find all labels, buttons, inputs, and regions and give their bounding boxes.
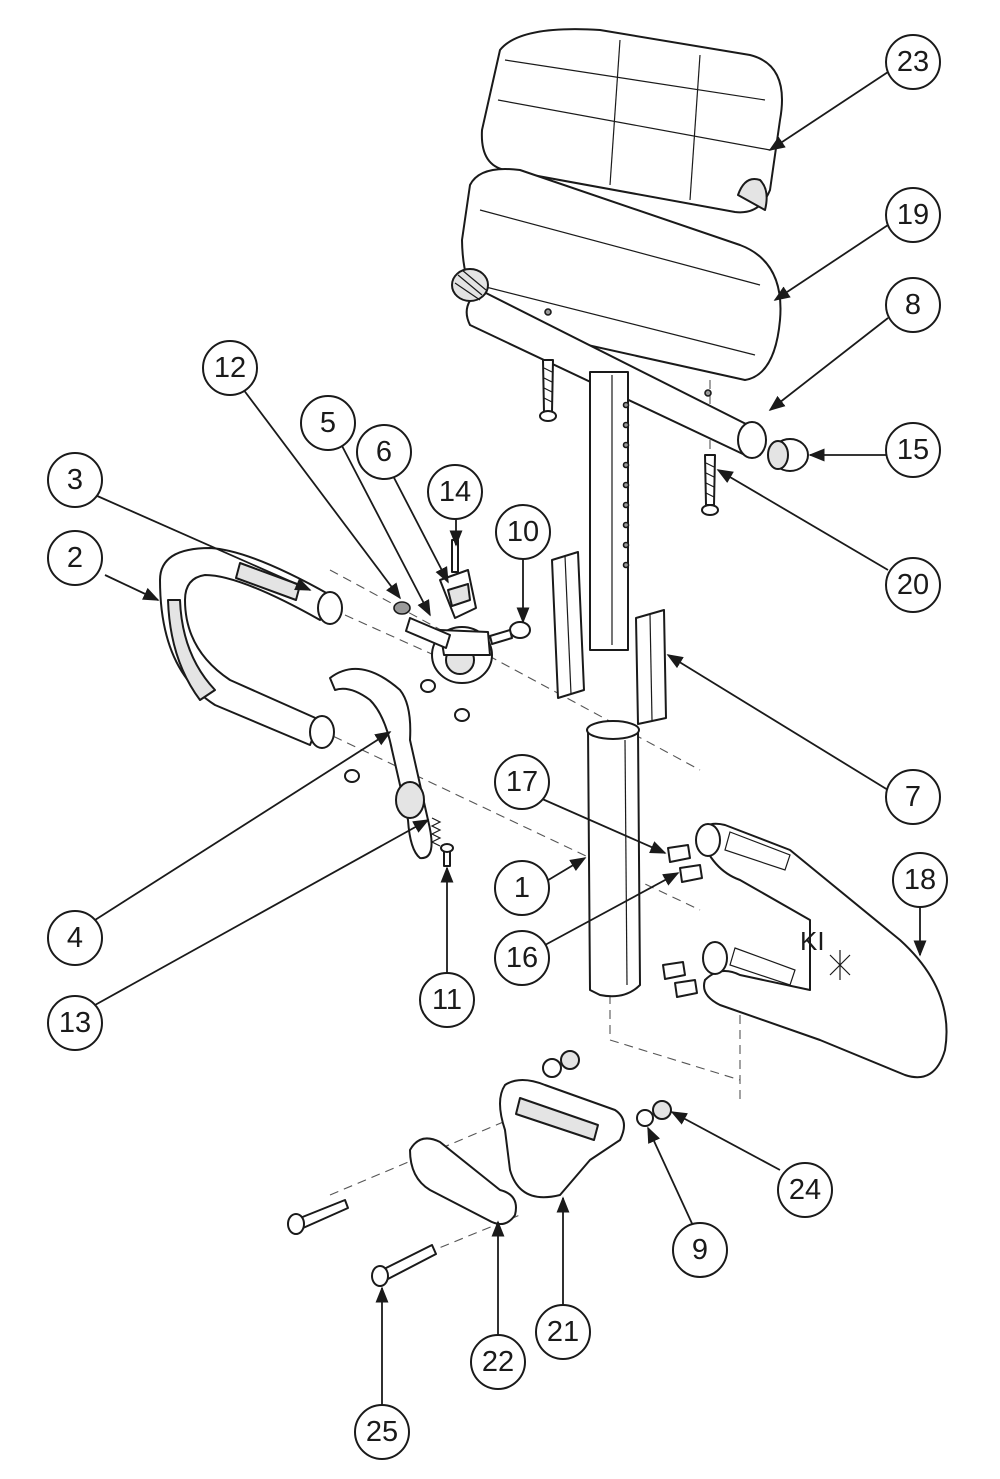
- svg-text:7: 7: [905, 781, 921, 813]
- callouts: 23 19 8 15 20 12 5 6 14 10 3 2 7 17 1 16…: [47, 34, 948, 1460]
- svg-text:3: 3: [67, 464, 83, 496]
- callout-15: 15: [885, 422, 941, 478]
- callout-2: 2: [47, 530, 103, 586]
- callout-5: 5: [300, 395, 356, 451]
- svg-text:25: 25: [366, 1416, 398, 1448]
- latch-block: [439, 569, 477, 619]
- svg-text:16: 16: [506, 942, 538, 974]
- callout-3: 3: [47, 452, 103, 508]
- clamp-bolt-lower: [371, 1244, 437, 1287]
- mounting-bracket: KI: [695, 822, 948, 1079]
- svg-text:22: 22: [482, 1346, 514, 1378]
- lever-screw-bottom: [440, 843, 454, 867]
- callout-11: 11: [419, 972, 475, 1028]
- callout-13: 13: [47, 995, 103, 1051]
- set-screw-small: [393, 601, 411, 615]
- callout-23: 23: [885, 34, 941, 90]
- clamp-bolt-upper: [287, 1199, 349, 1235]
- svg-text:8: 8: [905, 289, 921, 321]
- brand-mark: KI: [800, 926, 825, 956]
- clamp-body: [499, 1079, 625, 1199]
- svg-text:10: 10: [507, 516, 539, 548]
- callout-14: 14: [427, 464, 483, 520]
- clamp-washer-nut: [636, 1100, 672, 1127]
- armrest-screw-left: [539, 359, 557, 422]
- svg-text:5: 5: [320, 407, 336, 439]
- clamp-strap: [409, 1137, 517, 1225]
- dowel-pins: [662, 844, 703, 998]
- callout-19: 19: [885, 187, 941, 243]
- callout-1: 1: [494, 860, 550, 916]
- svg-text:14: 14: [439, 476, 471, 508]
- callout-21: 21: [535, 1304, 591, 1360]
- svg-text:4: 4: [67, 922, 83, 954]
- callout-16: 16: [494, 930, 550, 986]
- svg-text:21: 21: [547, 1316, 579, 1348]
- svg-text:19: 19: [897, 199, 929, 231]
- leader-lines: [94, 71, 927, 1408]
- callout-9: 9: [672, 1222, 728, 1278]
- svg-text:15: 15: [897, 434, 929, 466]
- svg-text:17: 17: [506, 766, 538, 798]
- end-plug-right: [767, 438, 809, 472]
- latch-pin: [451, 539, 459, 573]
- lever-screws: [344, 679, 470, 783]
- callout-4: 4: [47, 910, 103, 966]
- armrest-screw-right: [701, 454, 719, 516]
- svg-text:12: 12: [214, 352, 246, 384]
- svg-text:23: 23: [897, 46, 929, 78]
- callout-7: 7: [885, 769, 941, 825]
- svg-text:18: 18: [904, 864, 936, 896]
- svg-text:9: 9: [692, 1234, 708, 1266]
- hub-screw: [489, 621, 531, 645]
- svg-text:6: 6: [376, 436, 392, 468]
- callout-8: 8: [885, 277, 941, 333]
- guide-strip-right: [635, 609, 667, 725]
- callout-6: 6: [356, 424, 412, 480]
- lever-spring: [430, 817, 442, 847]
- svg-text:20: 20: [897, 569, 929, 601]
- clamp-nuts-top: [542, 1050, 580, 1078]
- svg-text:11: 11: [432, 984, 462, 1016]
- end-plug-left: [451, 268, 489, 302]
- callout-12: 12: [202, 340, 258, 396]
- callout-24: 24: [777, 1162, 833, 1218]
- svg-text:13: 13: [59, 1007, 91, 1039]
- callout-22: 22: [470, 1334, 526, 1390]
- locking-pin: [405, 617, 451, 649]
- svg-text:1: 1: [514, 872, 530, 904]
- armrest-cushion-cover: [480, 28, 783, 214]
- armrest-post: [589, 371, 630, 651]
- callout-20: 20: [885, 557, 941, 613]
- arm-frame-u: [159, 547, 343, 749]
- receiver-tube: [586, 720, 641, 998]
- release-lever: [329, 667, 433, 860]
- callout-10: 10: [495, 504, 551, 560]
- guide-strip-left: [551, 551, 585, 699]
- svg-text:24: 24: [789, 1174, 821, 1206]
- callout-18: 18: [892, 852, 948, 908]
- svg-text:2: 2: [67, 542, 83, 574]
- callout-17: 17: [494, 754, 550, 810]
- callout-25: 25: [354, 1404, 410, 1460]
